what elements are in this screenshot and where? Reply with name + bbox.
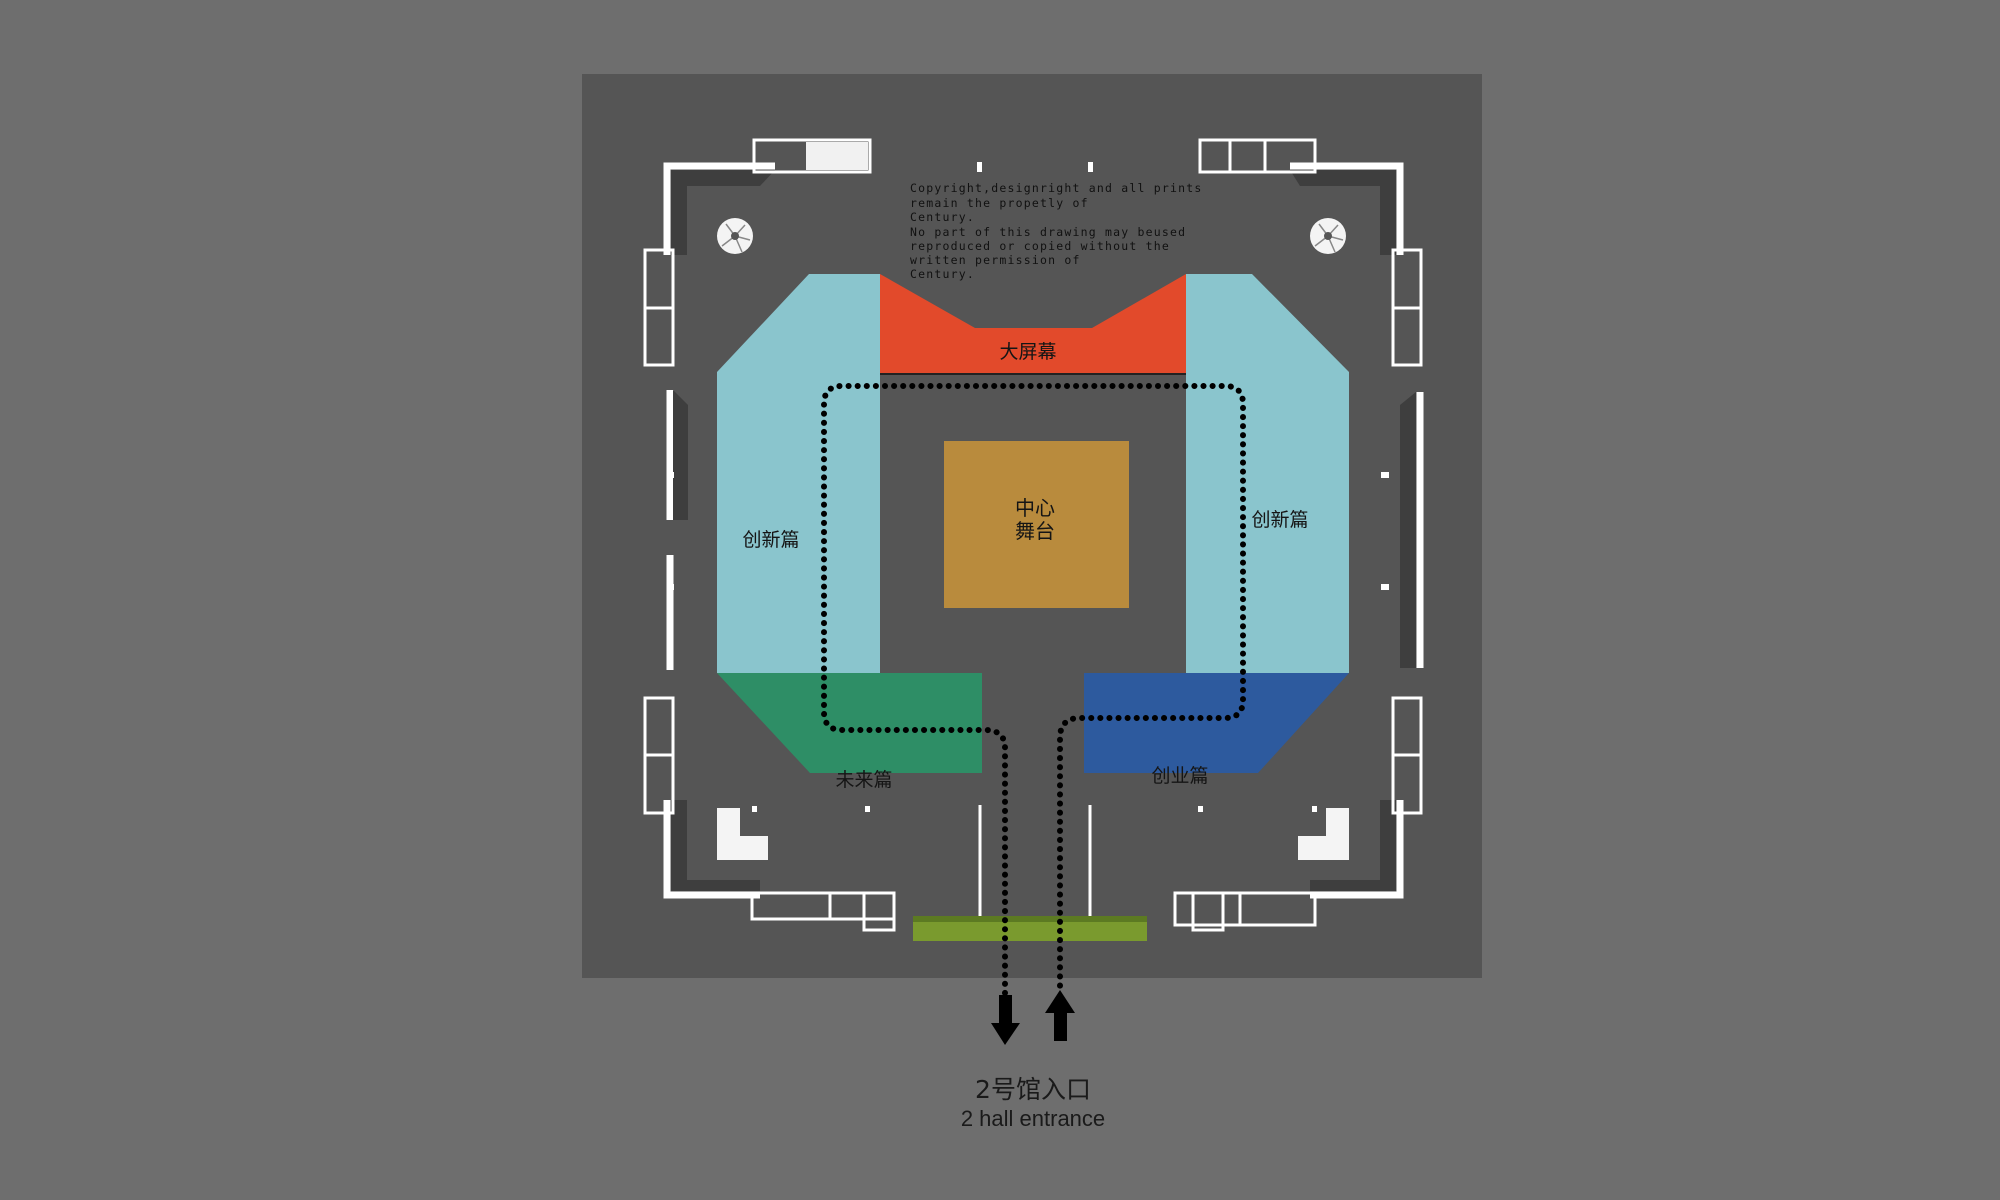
zone-startup [1084, 673, 1349, 773]
entrance-corridor [978, 805, 1092, 920]
copyright-line-1: Copyright,designright and all prints [910, 181, 1202, 195]
entrance-label-cn: 2号馆入口 [975, 1075, 1091, 1104]
shadow-right-wall [1400, 392, 1416, 668]
copyright-line-7: Century. [910, 267, 975, 281]
side-rooms-right [1391, 248, 1423, 815]
room-top-left-box [752, 138, 872, 174]
shadow-top-left [671, 170, 775, 255]
room-bottom-right-small [1191, 891, 1225, 932]
copyright-line-4: No part of this drawing may beused [910, 225, 1186, 239]
exit-arrow-icon [991, 995, 1020, 1045]
label-future: 未来篇 [835, 769, 892, 791]
column-top-a [977, 162, 982, 172]
wall-shadows [671, 170, 1416, 891]
center-stage [944, 441, 1129, 608]
room-bottom-left-small [862, 891, 896, 932]
room-top-right-box [1198, 138, 1317, 174]
shadow-bottom-right [1310, 800, 1396, 891]
copyright-line-2: remain the propetly of [910, 196, 1089, 210]
copyright-notice: Copyright,designright and all prints rem… [910, 181, 1202, 281]
room-top-left-fill [806, 142, 868, 170]
wall-bottom-left [663, 800, 760, 899]
label-startup: 创业篇 [1151, 765, 1208, 787]
bottom-rooms [750, 891, 1317, 932]
zone-innovation-right [1186, 274, 1349, 673]
copyright-line-3: Century. [910, 210, 975, 224]
wall-top-right [1290, 162, 1404, 255]
zone-big-screen [880, 274, 1186, 374]
label-innovation-right: 创新篇 [1251, 509, 1308, 531]
column-top-b [1088, 162, 1093, 172]
corner-block-left [717, 808, 768, 860]
label-center-stage-line1: 中心 [1015, 496, 1055, 520]
entrance-label-en: 2 hall entrance [960, 1106, 1106, 1131]
wall-bottom-right [1310, 800, 1404, 899]
label-innovation-left: 创新篇 [742, 529, 799, 551]
zone-future [717, 673, 982, 773]
copyright-line-6: written permission of [910, 253, 1081, 267]
label-big-screen: 大屏幕 [999, 341, 1056, 363]
copyright-line-5: reproduced or copied without the [910, 239, 1170, 253]
spiral-stair-left [717, 218, 753, 254]
shadow-top-right [1290, 170, 1396, 255]
shadow-bottom-left [671, 800, 760, 891]
label-center-stage-line2: 舞台 [1015, 519, 1055, 543]
entrance-mat-edge [913, 916, 1147, 922]
zone-innovation-left [717, 274, 880, 673]
inner-columns [668, 472, 1389, 812]
side-rooms-left [643, 248, 675, 815]
wall-top-left [663, 162, 775, 255]
corner-block-right [1298, 808, 1349, 860]
room-bottom-right [1173, 891, 1317, 927]
entry-arrow-icon [1045, 990, 1075, 1041]
outer-walls [663, 162, 1424, 899]
top-rooms [752, 138, 1317, 174]
spiral-stair-right [1310, 218, 1346, 254]
shadow-left-wall [673, 390, 688, 520]
visitor-route [821, 383, 1246, 996]
